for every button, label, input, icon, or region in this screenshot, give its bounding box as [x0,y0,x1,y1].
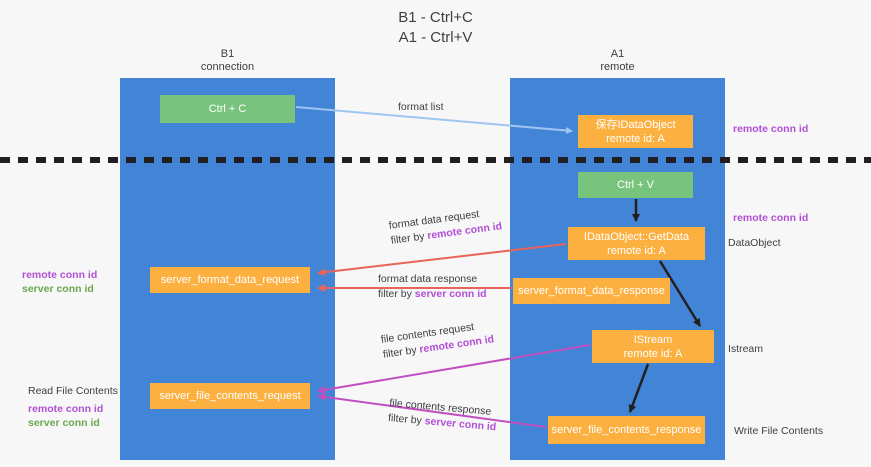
edge-label-format-list-line1: format list [398,101,444,113]
node-idataobject-getdata-line1: IDataObject::GetData [583,230,690,243]
edge-istream-to-file-contents-response [628,363,650,413]
page-title: B1 - Ctrl+C A1 - Ctrl+V [0,8,871,48]
title-line-1: B1 - Ctrl+C [398,9,473,26]
lane-header-b1-line1: B1 [220,48,235,60]
title-line-2: A1 - Ctrl+V [398,29,473,46]
node-server-format-data-request-label: server_format_data_request [160,274,300,286]
annotation-right-write-file-contents: Write File Contents [734,425,824,437]
annotation-right-remote-conn-id-top: remote conn id [733,123,809,135]
node-idataobject-getdata-line2: remote id: A [607,244,666,257]
annotation-right-dataobject: DataObject [728,237,781,249]
node-save-idataobject-line2: remote id: A [606,132,665,145]
filter-by-text: filter by [390,230,429,247]
node-ctrl-v[interactable]: Ctrl + V [578,172,693,198]
node-ctrl-v-label: Ctrl + V [617,179,654,191]
filter-by-text: filter by [378,288,415,300]
node-server-format-data-request[interactable]: server_format_data_request [150,267,310,293]
edge-label-format-data-response-line2: filter by server conn id [378,287,487,302]
lane-header-a1-line2: remote [600,61,635,73]
node-server-file-contents-response[interactable]: server_file_contents_response [548,416,705,444]
annotation-left-remote-conn-id-top: remote conn id [22,269,98,281]
filter-by-text: filter by [387,411,426,428]
node-save-idataobject-line1: 保存IDataObject [595,118,676,131]
annotation-right-remote-conn-id-mid: remote conn id [733,212,809,224]
node-server-file-contents-response-label: server_file_contents_response [551,424,702,436]
lane-header-a1: A1 remote [510,48,725,74]
node-idataobject-getdata[interactable]: IDataObject::GetData remote id: A [568,227,705,260]
filter-by-text: filter by [382,343,421,361]
annotation-right-istream: Istream [728,343,764,355]
node-server-file-contents-request-label: server_file_contents_request [159,390,301,402]
node-istream-line2: remote id: A [623,347,683,360]
annotation-left-server-conn-id-bottom: server conn id [28,417,100,429]
edge-label-format-list: format list [398,100,444,115]
edge-format-list [295,106,573,134]
lane-header-a1-line1: A1 [610,48,625,60]
server-conn-id-highlight: server conn id [414,288,487,300]
annotation-left-server-conn-id-top: server conn id [22,283,94,295]
lane-header-b1: B1 connection [120,48,335,74]
node-ctrl-c[interactable]: Ctrl + C [160,95,295,123]
node-server-file-contents-request[interactable]: server_file_contents_request [150,383,310,409]
edge-label-format-data-response-line1: format data response [378,273,478,285]
edge-file-contents-request [317,344,591,394]
node-istream[interactable]: IStream remote id: A [592,330,714,363]
annotation-left-read-file-contents: Read File Contents [28,385,118,397]
node-ctrl-c-label: Ctrl + C [208,103,247,115]
node-server-format-data-response[interactable]: server_format_data_response [513,278,670,304]
edge-file-contents-response [317,392,547,428]
node-save-idataobject[interactable]: 保存IDataObject remote id: A [578,115,693,148]
annotation-left-remote-conn-id-bottom: remote conn id [28,403,104,415]
node-server-format-data-response-label: server_format_data_response [518,285,665,297]
edge-label-format-data-response: format data response filter by server co… [378,272,487,302]
lane-header-b1-line2: connection [200,61,255,73]
edge-getdata-to-istream [658,260,702,327]
edge-format-data-request [317,243,567,277]
node-istream-line1: IStream [633,333,673,346]
